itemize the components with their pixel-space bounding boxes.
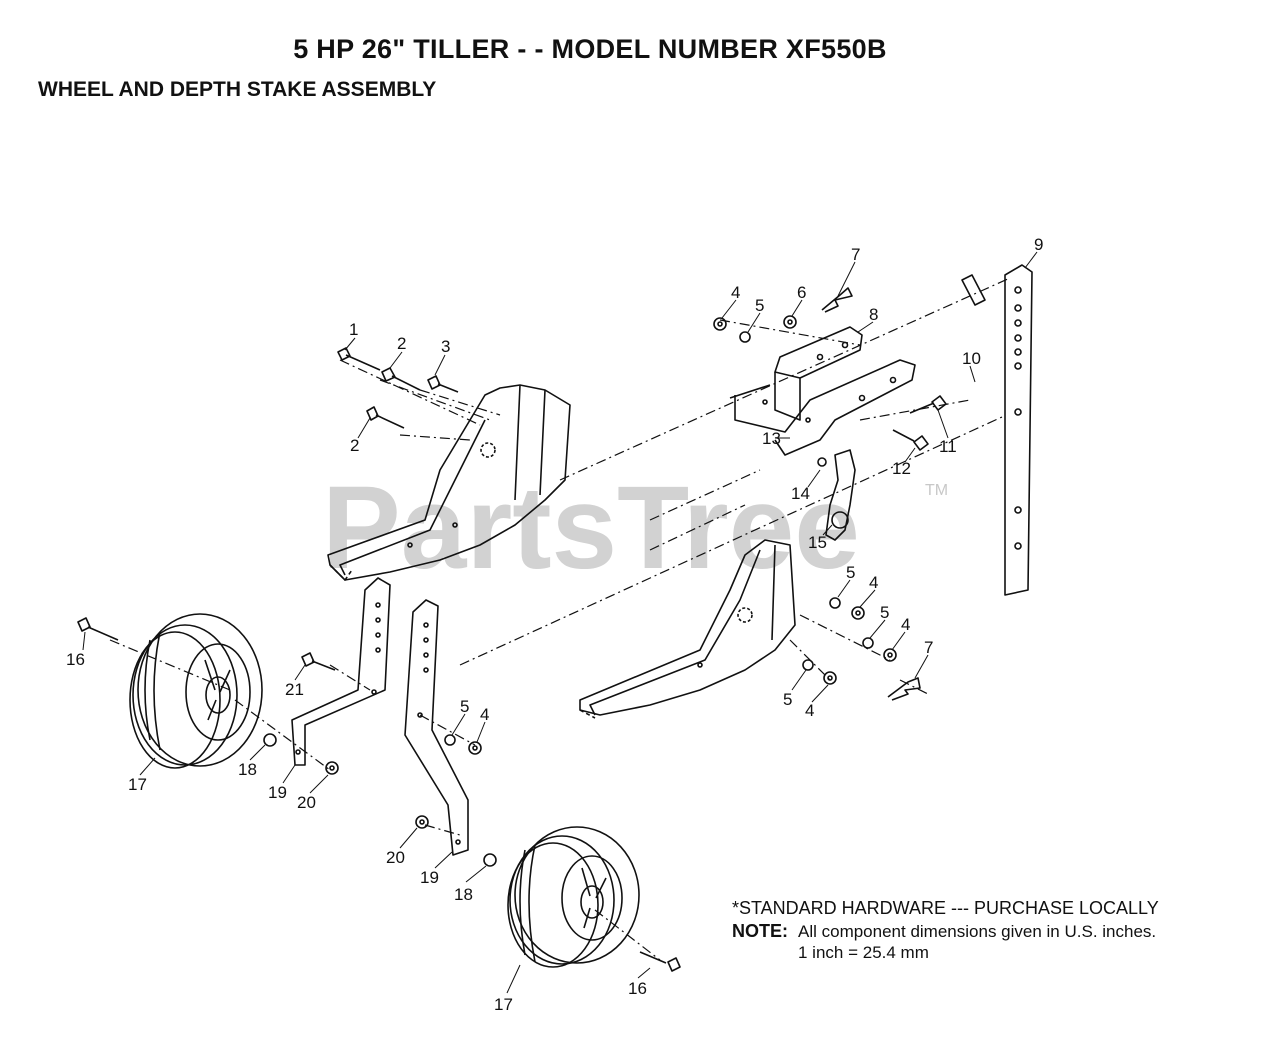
wheel-bracket-right [404, 599, 469, 856]
callout-15: 15 [808, 533, 827, 552]
clevis-pin-bottom [887, 677, 921, 701]
callout-labels: 1 2 3 2 4 5 6 7 8 9 10 11 12 13 14 15 5 … [66, 235, 1043, 1014]
callout-10: 10 [962, 349, 981, 368]
leader-lines [82, 251, 1038, 994]
callout-12: 12 [892, 459, 911, 478]
note-label: NOTE: [732, 921, 788, 941]
callout-2: 2 [397, 334, 406, 353]
hardware-notes: *STANDARD HARDWARE --- PURCHASE LOCALLY … [732, 898, 1159, 963]
callout-1: 1 [349, 320, 358, 339]
callout-5: 5 [460, 697, 469, 716]
callout-5: 5 [880, 603, 889, 622]
callout-18: 18 [454, 885, 473, 904]
callout-3: 3 [441, 337, 450, 356]
callout-4: 4 [901, 615, 910, 634]
callout-4: 4 [731, 283, 740, 302]
callout-21: 21 [285, 680, 304, 699]
depth-stake-brackets [729, 326, 916, 456]
bolts [77, 347, 947, 972]
diagram-subtitle: WHEEL AND DEPTH STAKE ASSEMBLY [38, 78, 437, 101]
wheel-bracket-left [291, 577, 391, 766]
callout-6: 6 [797, 283, 806, 302]
callout-19: 19 [420, 868, 439, 887]
callout-4: 4 [805, 701, 814, 720]
callout-17: 17 [128, 775, 147, 794]
callout-14: 14 [791, 484, 810, 503]
pin-10 [961, 274, 986, 306]
wheel-left [129, 613, 263, 769]
callout-7: 7 [851, 245, 860, 264]
note-line-1: All component dimensions given in U.S. i… [798, 922, 1157, 941]
callout-19: 19 [268, 783, 287, 802]
nuts-washers [263, 315, 897, 867]
callout-5: 5 [783, 690, 792, 709]
diagram-title: 5 HP 26" TILLER - - MODEL NUMBER XF550B [293, 34, 887, 64]
watermark: PartsTree [322, 462, 860, 594]
right-frame-bracket [579, 539, 796, 719]
callout-4: 4 [480, 705, 489, 724]
standard-hardware-note: *STANDARD HARDWARE --- PURCHASE LOCALLY [732, 898, 1159, 918]
callout-13: 13 [762, 429, 781, 448]
callout-9: 9 [1034, 235, 1043, 254]
callout-4: 4 [869, 573, 878, 592]
callout-2: 2 [350, 436, 359, 455]
callout-7: 7 [924, 638, 933, 657]
callout-5: 5 [755, 296, 764, 315]
callout-8: 8 [869, 305, 878, 324]
callout-16: 16 [628, 979, 647, 998]
assembly-lines [109, 277, 1011, 961]
note-line-2: 1 inch = 25.4 mm [798, 943, 929, 962]
clevis-pin-top [821, 287, 853, 313]
callout-18: 18 [238, 760, 257, 779]
wheel-right [507, 826, 640, 968]
depth-stake-bar [1004, 264, 1033, 596]
callout-17: 17 [494, 995, 513, 1014]
callout-5: 5 [846, 563, 855, 582]
callout-20: 20 [386, 848, 405, 867]
left-frame-bracket [327, 384, 571, 581]
callout-16: 16 [66, 650, 85, 669]
dimension-note: NOTE: All component dimensions given in … [732, 921, 1159, 963]
latch-pin [817, 449, 856, 541]
callout-20: 20 [297, 793, 316, 812]
watermark-trademark: TM [925, 482, 948, 499]
callout-11: 11 [939, 437, 957, 456]
